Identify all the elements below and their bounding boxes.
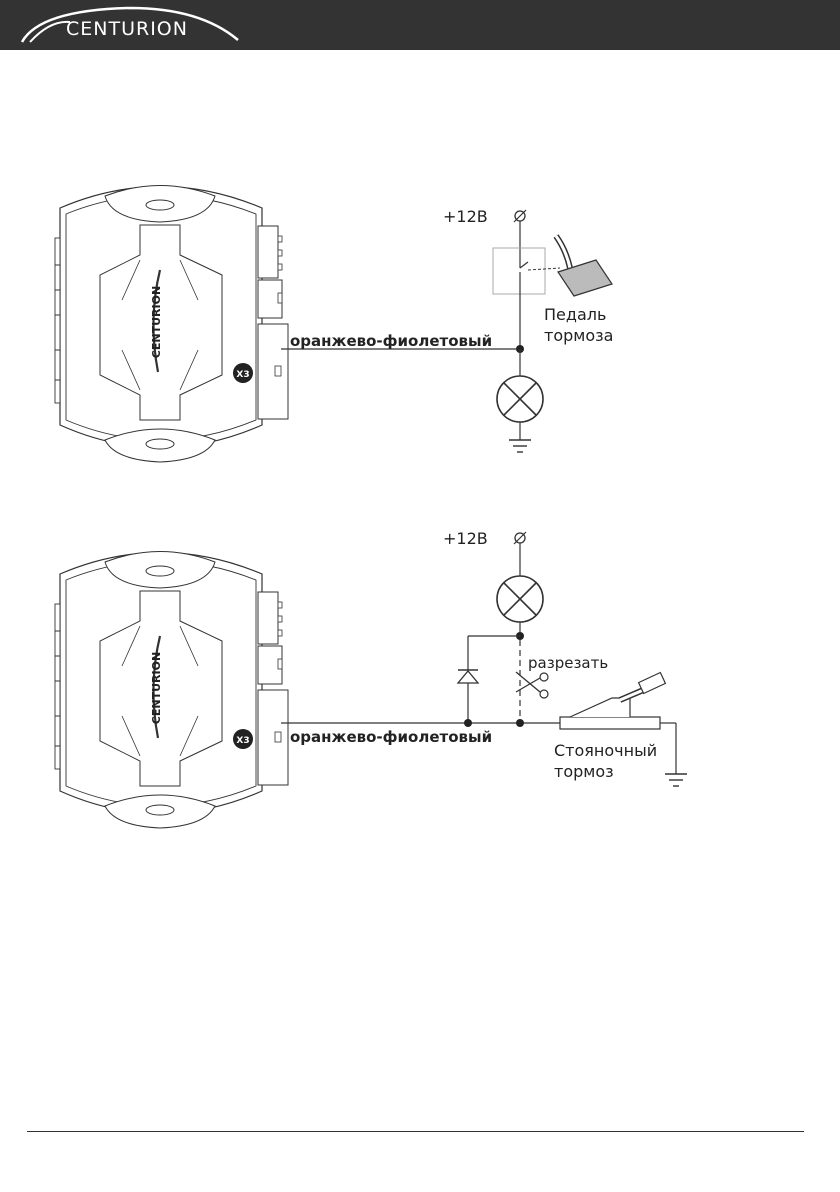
scissors-icon <box>516 672 548 698</box>
ground-icon <box>665 774 687 786</box>
wire-label-top: оранжево-фиолетовый <box>290 332 492 350</box>
supply-label-top: +12В <box>443 207 488 226</box>
alarm-unit-top <box>55 186 288 463</box>
device-logo-text: CENTURION <box>150 286 163 358</box>
diagram-top: CENTURION X3 оранжево-фиолетовый +12В Пе… <box>55 186 613 463</box>
alarm-unit-bottom <box>55 552 288 829</box>
connector-label: X3 <box>236 370 249 380</box>
parking-label-1: Стояночный <box>554 741 657 760</box>
cut-label: разрезать <box>528 654 608 672</box>
pedal-label-2: тормоза <box>544 326 613 345</box>
brake-lamp-icon <box>497 376 543 422</box>
device-logo-text: CENTURION <box>150 652 163 724</box>
wire-label-bottom: оранжево-фиолетовый <box>290 728 492 746</box>
ground-icon <box>509 440 531 452</box>
diagram-bottom: CENTURION X3 оранжево-фиолетовый +12В <box>55 529 687 828</box>
parking-brake-icon <box>560 672 665 729</box>
footer-divider <box>27 1131 804 1132</box>
supply-label-bottom: +12В <box>443 529 488 548</box>
parking-label-2: тормоз <box>554 762 614 781</box>
brake-switch-box <box>493 248 545 294</box>
brake-lamp-icon <box>497 576 543 622</box>
connector-label: X3 <box>236 736 249 746</box>
pedal-label-1: Педаль <box>544 305 606 324</box>
diode-icon <box>458 670 478 683</box>
brake-pedal-icon <box>556 236 612 296</box>
junction-node <box>464 719 472 727</box>
junction-node <box>516 719 524 727</box>
